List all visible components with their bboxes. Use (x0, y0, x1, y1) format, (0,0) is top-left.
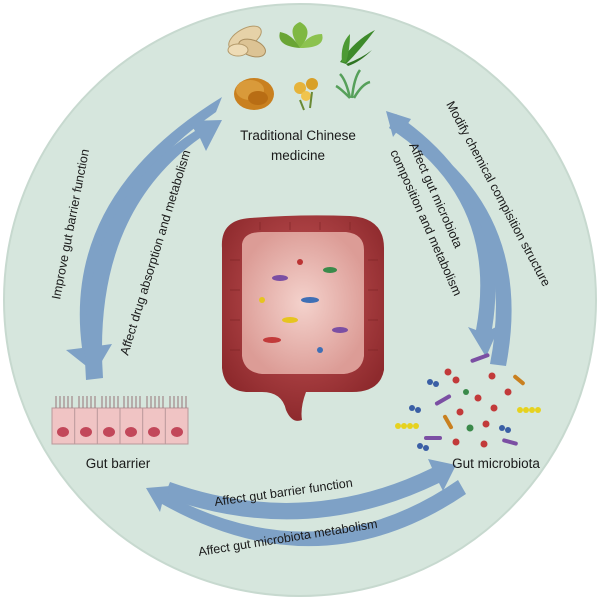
gut-microbiota-label: Gut microbiota (452, 456, 540, 471)
arrow-drug-absorption (84, 120, 222, 380)
leaf-icon (279, 22, 323, 48)
gut-barrier-cells (51, 396, 189, 445)
microbiota-cluster (395, 353, 541, 451)
bamboo-leaf-icon (340, 30, 375, 66)
grass-herb-icon (335, 69, 371, 99)
arrow-improve-barrier (66, 97, 222, 373)
herb-slices-icon (227, 25, 266, 58)
flower-herb-icon (294, 78, 318, 111)
arrow-modify-chemical (386, 111, 512, 366)
dried-herb-icon (234, 78, 274, 110)
intestine-illustration (221, 215, 384, 421)
tcm-label-line2: medicine (271, 148, 325, 163)
tcm-label-line1: Traditional Chinese (240, 128, 356, 143)
microvilli (55, 396, 187, 408)
gut-barrier-label: Gut barrier (86, 456, 151, 471)
arrow-barrier-function (164, 459, 456, 520)
bacteria-in-gut (259, 259, 348, 353)
arrow-microbiota-metabolism (146, 480, 466, 547)
